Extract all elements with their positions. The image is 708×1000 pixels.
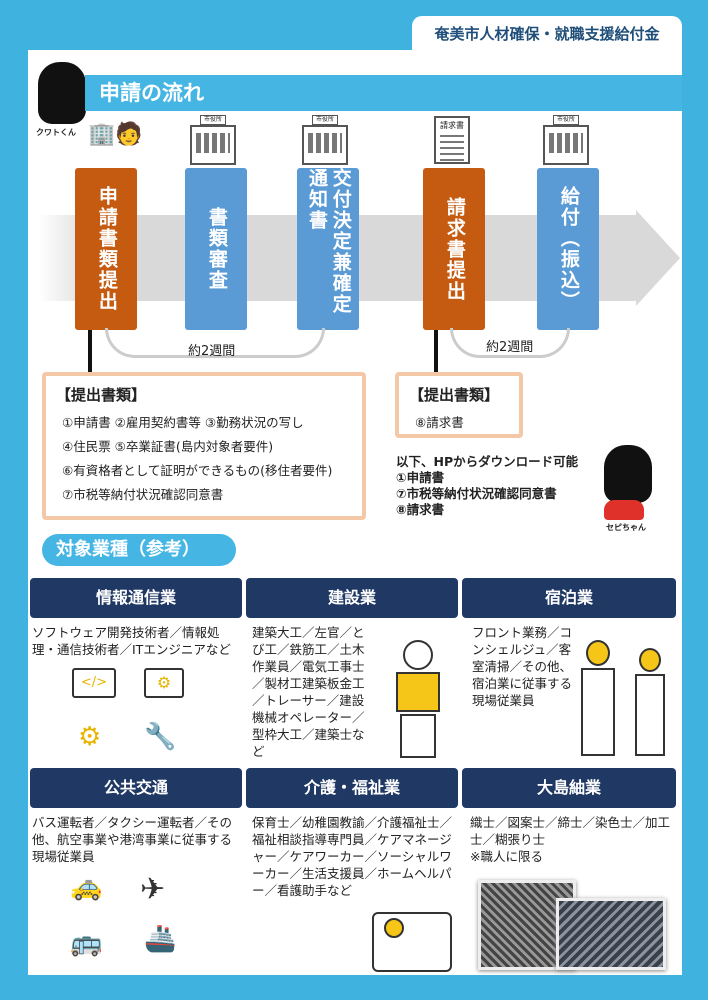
duration-label: 約2週間 [188, 344, 236, 359]
category-header-transport: 公共交通 [30, 768, 242, 808]
wrench-icon: 🔧 [144, 722, 177, 752]
bus-icon: 🚌 [70, 928, 103, 958]
doc-line: ⑧請求書 [415, 415, 464, 430]
flow-title: 申請の流れ [85, 75, 682, 111]
tsumugi-fabric-image [556, 898, 666, 970]
mascot-left [38, 62, 86, 124]
doc-line: ⑥有資格者として証明ができるもの(移住者要件) [62, 463, 333, 478]
category-header-it: 情報通信業 [30, 578, 242, 618]
step-invoice-submit: 請求書提出 [423, 168, 485, 330]
category-header-care: 介護・福祉業 [246, 768, 458, 808]
city-hall-icon: 市役所 [302, 115, 348, 165]
category-desc-lodging: フロント業務／コンシェルジュ／客室清掃／その他、宿泊業に従事する現場従業員 [472, 625, 573, 708]
header-tab: 奄美市人材確保・就職支援給付金 [412, 16, 682, 50]
step-document-review: 書類審査 [185, 168, 247, 330]
flow-arrowhead [636, 210, 680, 306]
required-docs-box: 【提出書類】 ①申請書 ②雇用契約書等 ③勤務状況の写し ④住民票 ⑤卒業証書(… [42, 372, 366, 520]
step-payment: 給付（振込） [537, 168, 599, 330]
category-desc-it: ソフトウェア開発技術者／情報処理・通信技術者／ITエンジニアなど [32, 625, 231, 657]
category-desc-transport: バス運転者／タクシー運転者／その他、航空事業や港湾事業に従事する現場従業員 [32, 815, 233, 864]
step-grant-decision-notice: 交付決定兼確定通知書 [297, 168, 359, 330]
category-header-oshima-tsumugi: 大島紬業 [462, 768, 676, 808]
applicant-icon: 🏢🧑 [88, 122, 143, 147]
download-item: ⑧請求書 [396, 502, 445, 517]
category-header-construction: 建設業 [246, 578, 458, 618]
docs-title: 【提出書類】 [409, 386, 500, 404]
category-desc-oshima-tsumugi: 織士／図案士／締士／染色士／加工士／糊張り士 [470, 815, 671, 847]
duration-label: 約2週間 [486, 340, 534, 355]
category-desc-construction: 建築大工／左官／とび工／鉄筋工／土木作業員／電気工事士／製材工建築板金工／トレー… [252, 625, 365, 759]
download-note: 以下、HPからダウンロード可能 ①申請書 ⑦市税等納付状況確認同意書 ⑧請求書 [396, 454, 578, 518]
category-note-oshima-tsumugi: ※職人に限る [470, 849, 543, 864]
city-hall-icon: 市役所 [190, 115, 236, 165]
hotel-staff-illustration [630, 648, 670, 760]
mascot-right-name: セピちゃん [606, 523, 646, 532]
docs-title: 【提出書類】 [56, 386, 147, 404]
download-note-title: 以下、HPからダウンロード可能 [396, 454, 579, 469]
gear-icon: ⚙ [78, 722, 102, 752]
download-item: ①申請書 [396, 470, 445, 485]
step-application-submit: 申請書類提出 [75, 168, 137, 330]
download-item: ⑦市税等納付状況確認同意書 [396, 486, 557, 501]
code-window-icon: </> [72, 668, 116, 698]
connector [88, 330, 92, 374]
invoice-document-icon: 請求書 [434, 116, 470, 164]
city-hall-icon: 市役所 [543, 115, 589, 165]
hotel-staff-illustration [578, 640, 618, 760]
doc-line: ④住民票 ⑤卒業証書(島内対象者要件) [62, 439, 274, 454]
doc-line: ⑦市税等納付状況確認同意書 [62, 487, 224, 502]
taxi-icon: 🚕 [70, 872, 103, 902]
mascot-left-name: クワトくん [36, 128, 76, 137]
ship-icon: 🚢 [144, 924, 177, 954]
airplane-icon: ✈ [140, 872, 166, 907]
mascot-right-skirt [604, 500, 644, 520]
construction-worker-illustration [390, 640, 446, 760]
connector [434, 330, 438, 374]
required-docs-box-2: 【提出書類】 ⑧請求書 [395, 372, 523, 438]
monitor-gear-icon: ⚙ [144, 668, 184, 698]
caregiver-illustration [372, 912, 452, 972]
category-header-lodging: 宿泊業 [462, 578, 676, 618]
industries-title: 対象業種（参考） [42, 534, 236, 566]
category-desc-care: 保育士／幼稚園教諭／介護福祉士／福祉相談指導専門員／ケアマネージャー／ケアワーカ… [252, 815, 453, 898]
mascot-right [604, 445, 652, 503]
doc-line: ①申請書 ②雇用契約書等 ③勤務状況の写し [62, 415, 304, 430]
